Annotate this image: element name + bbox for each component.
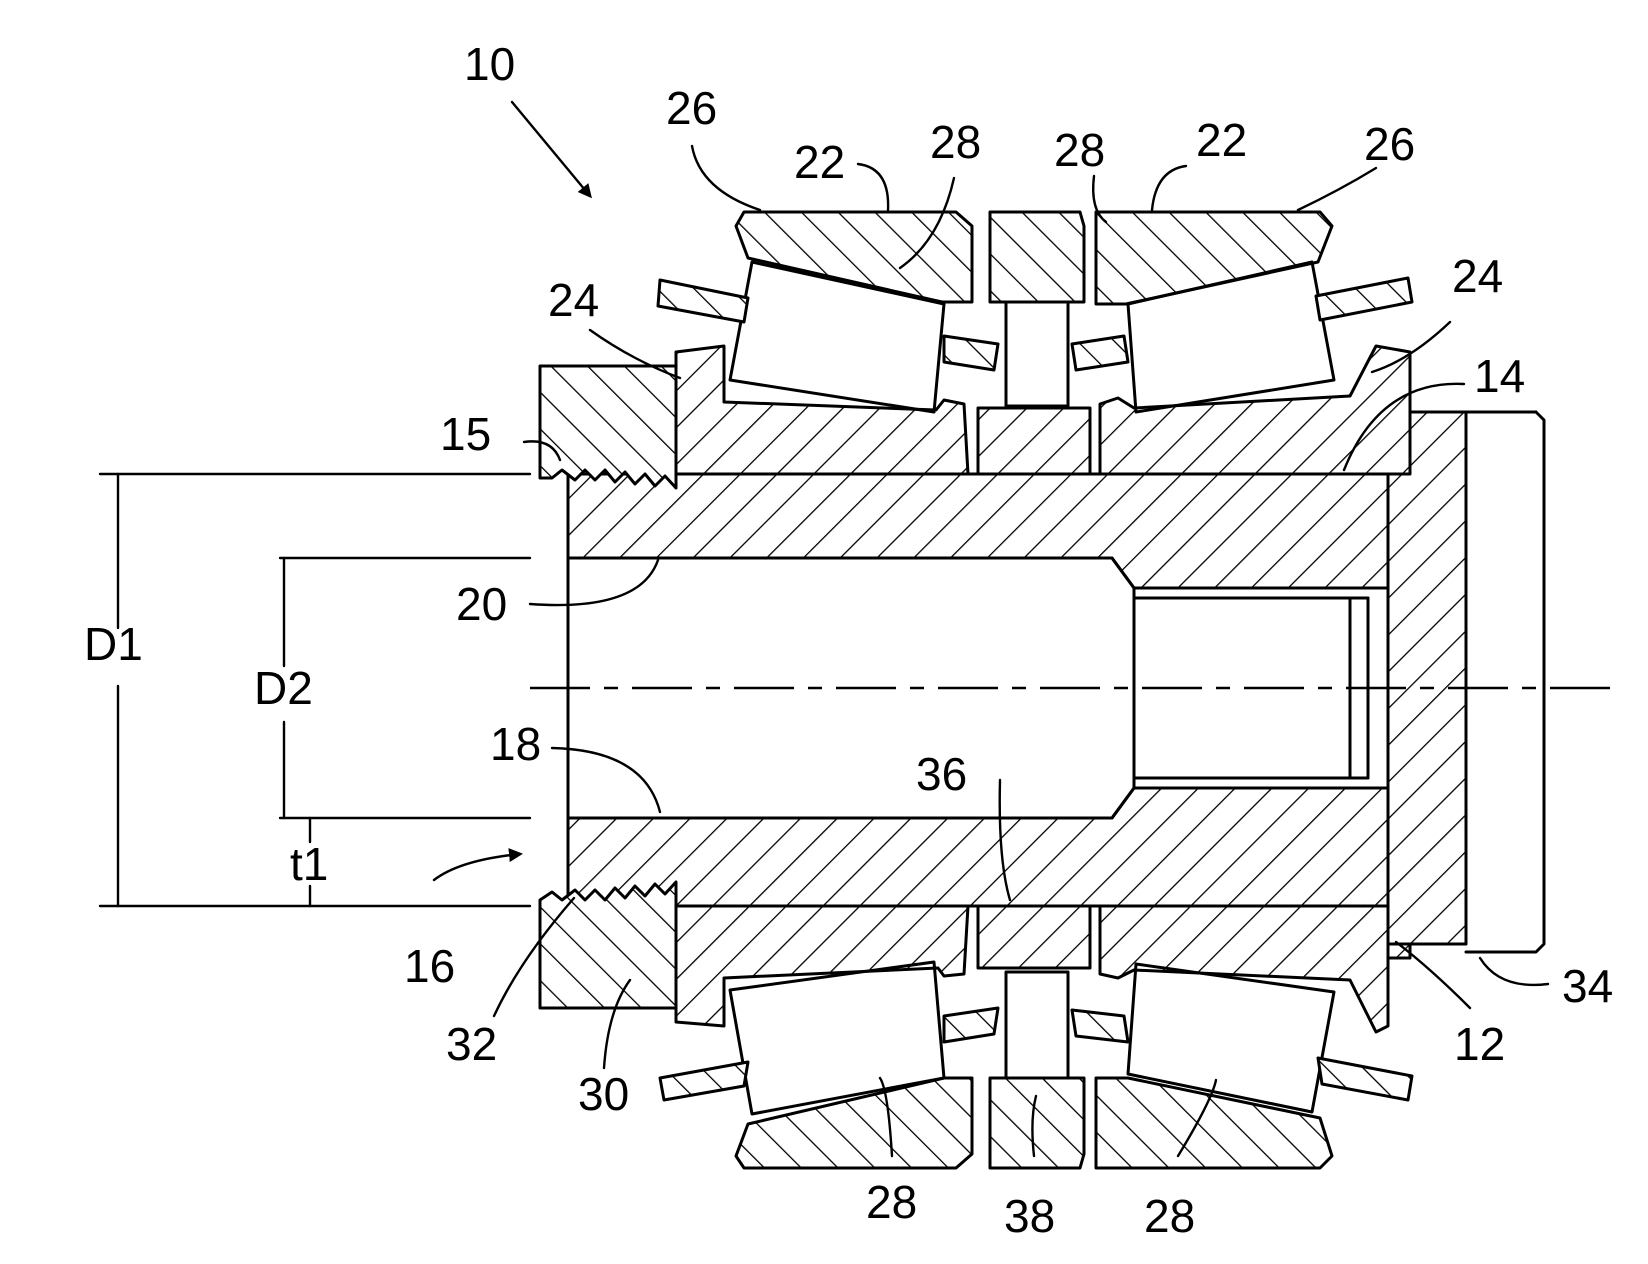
spindle-body (568, 412, 1466, 958)
label-12: 12 (1454, 1018, 1505, 1070)
label-38: 38 (1004, 1190, 1055, 1242)
inner-ring-top (676, 346, 1410, 474)
label-D1: D1 (84, 618, 143, 670)
inner-ring-bottom (676, 906, 1388, 1032)
label-28-top-right: 28 (1054, 124, 1105, 176)
label-28-top-left: 28 (930, 116, 981, 168)
label-36: 36 (916, 748, 967, 800)
label-D2: D2 (254, 662, 313, 714)
label-22-left: 22 (794, 136, 845, 188)
label-15: 15 (440, 408, 491, 460)
label-10: 10 (464, 38, 515, 90)
label-18: 18 (490, 718, 541, 770)
outer-ring-top (736, 212, 1332, 304)
label-22-right: 22 (1196, 114, 1247, 166)
label-26-left: 26 (666, 82, 717, 134)
label-20: 20 (456, 578, 507, 630)
label-16: 16 (404, 940, 455, 992)
label-26-right: 26 (1364, 118, 1415, 170)
label-32: 32 (446, 1018, 497, 1070)
label-34: 34 (1562, 960, 1613, 1012)
label-28-bottom-left: 28 (866, 1176, 917, 1228)
label-t1: t1 (290, 838, 328, 890)
label-28-bottom-right: 28 (1144, 1190, 1195, 1242)
label-24-right: 24 (1452, 250, 1503, 302)
label-30: 30 (578, 1068, 629, 1120)
label-14: 14 (1474, 350, 1525, 402)
label-24-left: 24 (548, 274, 599, 326)
